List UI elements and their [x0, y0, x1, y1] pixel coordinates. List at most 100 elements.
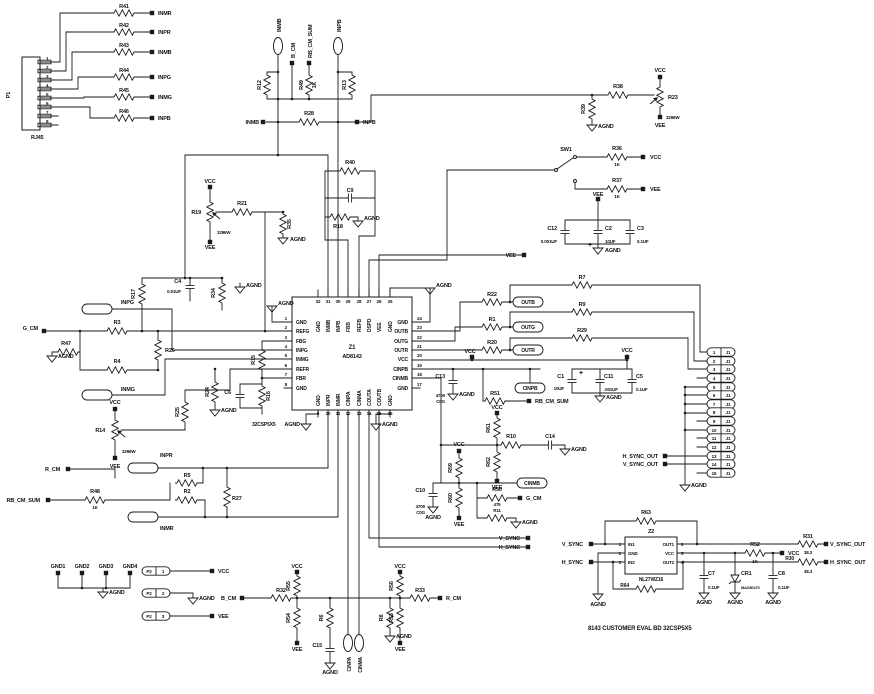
z1-pin-number: 2	[285, 325, 288, 330]
schematic-label: AGND	[436, 283, 452, 289]
resistor-r36	[604, 153, 630, 161]
schematic-label: 1K	[614, 194, 620, 199]
schematic-label: R59	[448, 463, 454, 473]
schematic-label: B_CM	[221, 596, 237, 602]
resistor-r16	[259, 384, 265, 408]
schematic-label: C12	[547, 226, 557, 232]
schematic-label: RB_CM_SUM	[308, 24, 314, 58]
schematic-label: 32CSP5X5	[252, 422, 276, 428]
resistor-r2	[174, 496, 200, 504]
z1-pin-name: CINMB	[392, 376, 408, 382]
resistor-r5	[174, 479, 200, 487]
schematic-label: INPB	[337, 19, 343, 32]
resistor-r24	[212, 380, 218, 404]
schematic-label: R13	[342, 80, 348, 90]
schematic-label: VCC	[204, 179, 215, 185]
schematic-label: OUT2	[663, 560, 675, 565]
p2-pin-3-ref: 3	[162, 614, 165, 619]
z1-pin-number: 9	[317, 411, 320, 416]
schematic-label: 3296W	[666, 115, 680, 120]
schematic-label: P1	[6, 92, 12, 99]
schematic-label: R41	[119, 4, 129, 10]
schematic-label: R32	[276, 588, 286, 594]
wires-vcc-rail	[411, 354, 633, 397]
schematic-label: 1	[619, 542, 622, 547]
schematic-label: INMG	[121, 387, 135, 393]
z1-pin-name: GND	[296, 320, 307, 326]
wires-offset-pot	[591, 78, 661, 126]
schematic-label: VCC	[453, 442, 464, 448]
schematic-label: INMG	[158, 95, 172, 101]
j1-pin-2-num: 2	[713, 359, 716, 364]
schematic-label: 10UF	[554, 386, 565, 391]
schematic-label: VEE	[650, 187, 661, 193]
schematic-label: CINMA	[358, 656, 364, 672]
z1-pin-name: GND	[316, 321, 322, 332]
schematic-label: R3	[114, 320, 121, 326]
j1-pin-4-ref: J1	[726, 376, 731, 381]
j1-pin-1-ref: J1	[726, 350, 731, 355]
schematic-label: 2	[619, 551, 622, 556]
capacitor-c9	[337, 193, 363, 203]
schematic-label: AGND	[109, 590, 125, 596]
schematic-label: R42	[119, 23, 129, 29]
resistor-r34	[219, 281, 225, 305]
net-oval-inpg	[81, 303, 113, 315]
z1-pin-name: INMB	[326, 319, 332, 332]
schematic-label: GND	[628, 551, 638, 556]
z1-pin-name: OUTB	[394, 329, 408, 335]
schematic-label: V_SYNC	[562, 542, 583, 548]
schematic-label: R50	[492, 487, 502, 493]
schematic-label: GND4	[123, 564, 139, 570]
schematic-label: G_CM	[23, 326, 39, 332]
resistor-r22	[479, 298, 505, 306]
z1-pin-number: 30	[336, 299, 341, 304]
schematic-label: R60	[448, 493, 454, 503]
capacitor-c13	[448, 372, 458, 392]
schematic-label: INPG	[121, 300, 134, 306]
schematic-label: OUTG	[521, 325, 535, 331]
z1-pin-number: 27	[367, 299, 372, 304]
schematic-label: 1	[46, 56, 49, 61]
j1-pin-2-ref: J1	[726, 359, 731, 364]
schematic-label: CINPA	[347, 656, 353, 671]
ic-z2-part: NL27WZ16	[639, 577, 664, 583]
schematic-label: 0.001UF	[541, 239, 558, 244]
resistor-r53	[397, 606, 403, 630]
resistor-r25	[182, 400, 188, 424]
wires-c4-rail	[141, 277, 293, 332]
resistor-r50	[484, 494, 510, 502]
schematic-label: .001UF	[604, 387, 618, 392]
capacitor-c14	[537, 440, 563, 450]
schematic-label: AGND	[459, 392, 475, 398]
schematic-label: 5	[681, 551, 684, 556]
schematic-label: R7	[579, 275, 586, 281]
p2-pin-1-ref: 1	[162, 569, 165, 574]
schematic-label: MAZ80470	[741, 585, 761, 590]
schematic-label: OUTR	[521, 348, 535, 354]
schematic-label: AGND	[284, 422, 300, 428]
resistor-r7	[569, 281, 595, 289]
z1-pin-number: 11	[336, 411, 341, 416]
wires-j1	[666, 377, 708, 486]
z1-pin-number: 4	[285, 344, 288, 349]
z1-pin-name: OUTG	[394, 339, 408, 345]
schematic-label: 4700	[416, 504, 426, 509]
schematic-label: VCC	[491, 405, 502, 411]
j1-pin-8	[706, 407, 736, 417]
resistor-r44	[111, 73, 137, 81]
wires-z1-gnd	[305, 287, 431, 425]
schematic-label: 1K	[92, 505, 98, 510]
wires-rj45	[39, 12, 151, 126]
j1-pin-11-num: 11	[712, 436, 717, 441]
capacitor-c3	[625, 222, 635, 242]
schematic-label: VEE	[292, 647, 303, 653]
wires-inpr-network	[49, 467, 339, 518]
z1-pin-name: GND	[397, 386, 408, 392]
capacitor-c2	[593, 222, 603, 242]
wires-fbr-network	[239, 340, 293, 415]
z1-pin-number: 14	[367, 411, 372, 416]
resistor-r45	[111, 93, 137, 101]
schematic-label: INMB	[158, 50, 172, 56]
